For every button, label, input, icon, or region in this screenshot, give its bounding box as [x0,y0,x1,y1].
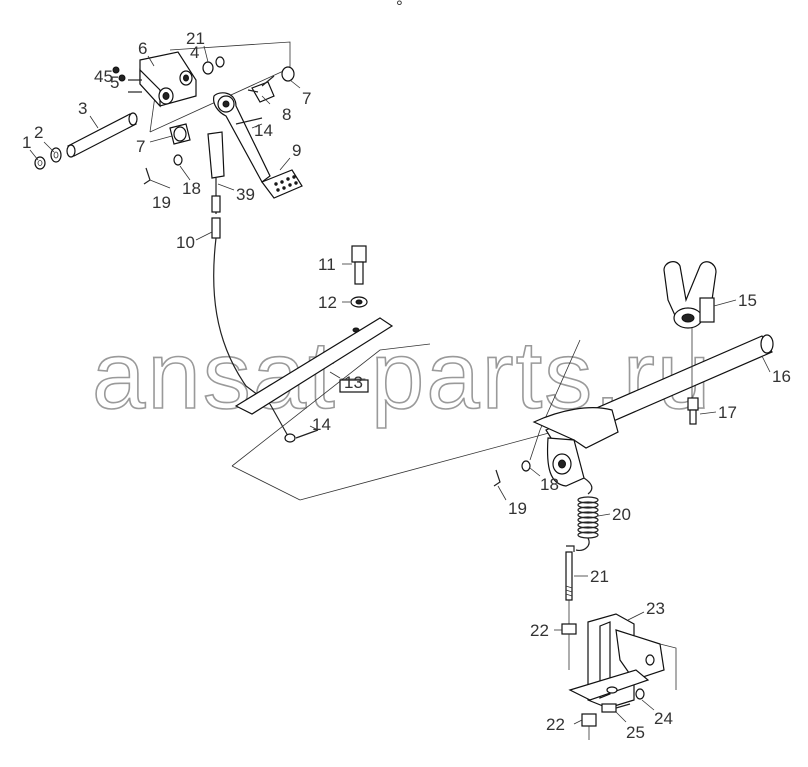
shaft-lever-bracket [493,339,619,487]
shaft [66,112,138,158]
callout-6: 6 [138,39,147,58]
callout-22-low: 22 [546,715,565,734]
callout-3: 3 [78,99,87,118]
callout-39: 39 [236,185,255,204]
callout-21-low: 21 [590,567,609,586]
callout-24: 24 [654,709,673,728]
top-mark: ° [396,0,403,16]
callout-20: 20 [612,505,631,524]
release-fork [663,261,717,329]
callout-25: 25 [626,723,645,742]
clevis [207,131,225,214]
callout-22-up: 22 [530,621,549,640]
callout-10: 10 [176,233,195,252]
callout-18-low: 18 [540,475,559,494]
callout-14-top: 14 [254,121,273,140]
callout-14-mid: 14 [312,415,331,434]
return-spring [575,477,599,551]
callout-7-right: 7 [302,89,311,108]
watermark: ansat-parts.ru [92,322,712,429]
callout-2: 2 [34,123,43,142]
clutch-pedal [213,92,303,199]
callout-9: 9 [292,141,301,160]
leader-lines [29,45,771,725]
callout-19-low: 19 [508,499,527,518]
release-lever [231,245,561,501]
grease-fitting [247,75,275,103]
callout-8: 8 [282,105,291,124]
callout-7-left: 7 [136,137,145,156]
callout-1: 1 [22,133,31,152]
clutch-cable [211,217,296,443]
callout-17: 17 [718,403,737,422]
callout-21-top: 21 [186,29,205,48]
callout-19-top: 19 [152,193,171,212]
adjusting-rod [561,545,577,670]
callout-15: 15 [738,291,757,310]
callout-labels: 1 2 3 45 5 6 21 4 7 8 7 14 9 19 18 39 10… [22,29,791,742]
mounting-bracket [568,613,677,740]
callout-5: 5 [110,73,119,92]
pedal-bracket [128,51,197,108]
callout-23: 23 [646,599,665,618]
callout-11: 11 [318,255,336,274]
callout-45: 45 [94,67,113,86]
callout-16: 16 [772,367,791,386]
callout-4: 4 [190,43,199,62]
callout-13: 13 [344,373,363,392]
callout-18-top: 18 [182,179,201,198]
callout-12: 12 [318,293,337,312]
